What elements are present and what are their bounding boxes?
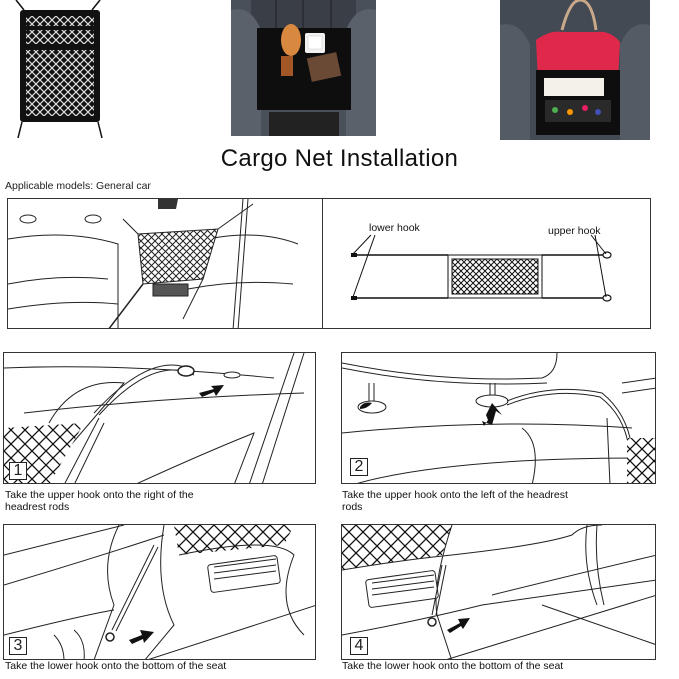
overview-car-diagram [7, 198, 323, 329]
upper-hook-label: upper hook [548, 225, 601, 237]
arrow-icon [447, 618, 470, 633]
step-1-diagram: 1 [3, 352, 316, 484]
step-number-badge: 2 [350, 458, 368, 476]
step-2-caption-line1: Take the upper hook onto the left of the… [342, 489, 568, 501]
applicable-models: Applicable models: General car [5, 180, 151, 192]
product-photo-items [231, 0, 376, 136]
lower-hook-label: lower hook [369, 222, 420, 234]
arrow-icon [199, 385, 224, 397]
step-2-caption-line2: rods [342, 501, 363, 513]
step-1-caption-line1: Take the upper hook onto the right of th… [5, 489, 194, 501]
step-1-caption-line2: headrest rods [5, 501, 70, 513]
product-photo-bag [500, 0, 650, 140]
step-number-badge: 1 [9, 462, 27, 480]
overview-net-diagram: lower hook upper hook [322, 198, 651, 329]
product-photo-net [8, 0, 118, 140]
step-3-diagram: 3 [3, 524, 316, 660]
step-2-diagram: 2 [341, 352, 656, 484]
step-1-caption: Take the upper hook onto the right of th… [5, 489, 315, 513]
step-2-caption: Take the upper hook onto the left of the… [342, 489, 672, 513]
step-number-badge: 4 [350, 637, 368, 655]
step-4-diagram: 4 [341, 524, 656, 660]
step-number-badge: 3 [9, 637, 27, 655]
step-3-caption: Take the lower hook onto the bottom of t… [5, 660, 325, 672]
arrow-icon [129, 630, 154, 644]
page-title: Cargo Net Installation [220, 145, 459, 172]
arrow-icon [482, 403, 502, 426]
step-4-caption-line1: Take the lower hook onto the bottom of t… [342, 660, 564, 672]
step-3-caption-line1: Take the lower hook onto the bottom of t… [5, 660, 227, 672]
step-4-caption: Take the lower hook onto the bottom of t… [342, 660, 672, 672]
